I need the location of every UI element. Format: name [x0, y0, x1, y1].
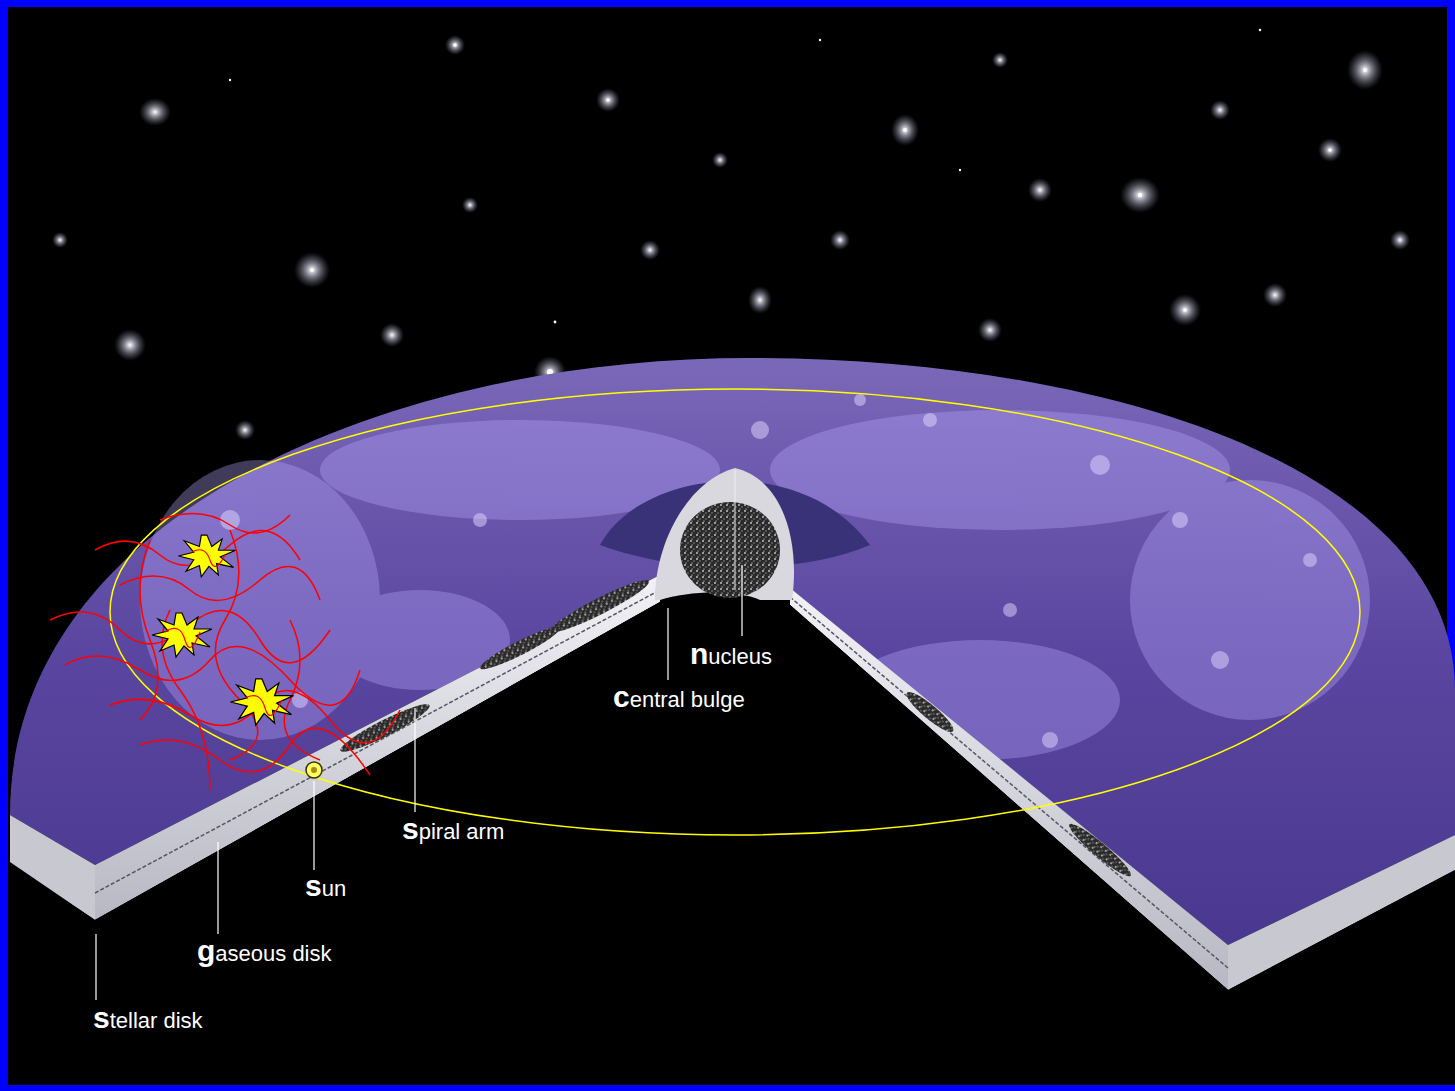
part-label: stellar disk — [93, 1004, 203, 1035]
part-label: gaseous disk — [197, 937, 332, 968]
part-label: spiral arm — [402, 815, 504, 846]
part-label: sun — [305, 872, 346, 903]
part-label: nucleus — [690, 640, 772, 671]
part-label: central bulge — [613, 683, 745, 714]
